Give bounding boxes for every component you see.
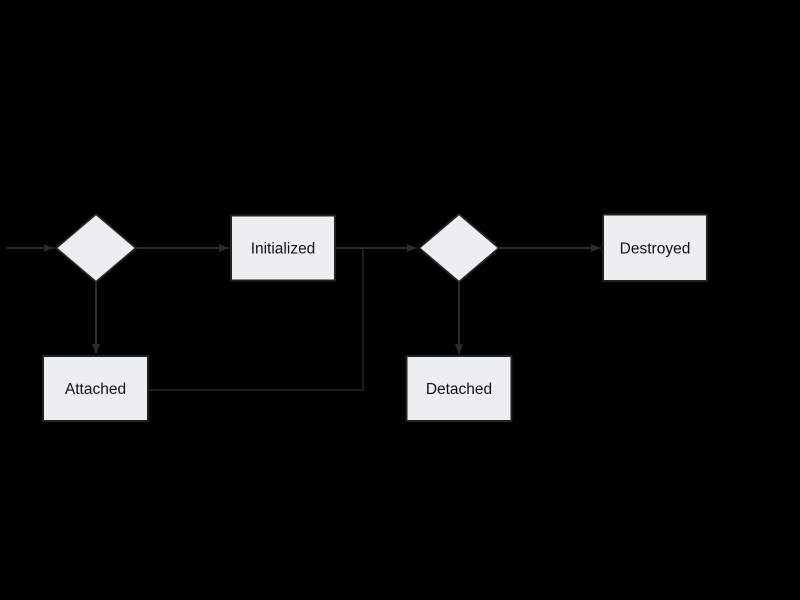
node-detached: Detached bbox=[405, 355, 513, 422]
node-initialized: Initialized bbox=[230, 214, 336, 282]
node-detached-label: Detached bbox=[426, 381, 492, 398]
node-attached: Attached bbox=[42, 355, 149, 422]
decision-diamond-2 bbox=[417, 212, 501, 284]
node-attached-shape bbox=[42, 355, 149, 422]
node-destroyed-label: Destroyed bbox=[620, 241, 691, 258]
decision-diamond-1 bbox=[54, 212, 138, 284]
node-destroyed: Destroyed bbox=[602, 213, 708, 282]
node-destroyed-shape bbox=[602, 213, 708, 282]
node-initialized-label: Initialized bbox=[251, 241, 316, 258]
node-initialized-shape bbox=[230, 214, 336, 282]
node-detached-shape bbox=[405, 355, 513, 422]
node-attached-label: Attached bbox=[65, 381, 126, 398]
edge-attached-merge-line bbox=[148, 249, 364, 391]
